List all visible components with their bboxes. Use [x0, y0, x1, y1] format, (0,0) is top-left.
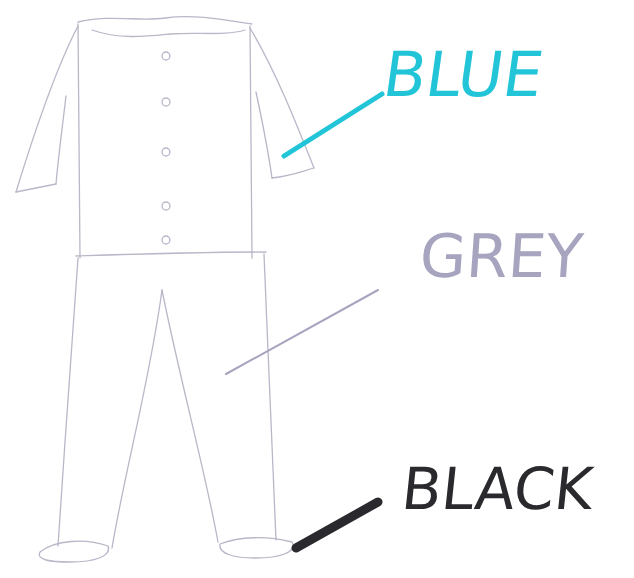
color-label: GREY: [418, 226, 585, 286]
color-label: BLUE: [380, 44, 547, 106]
leader-line: [296, 502, 378, 548]
leader-line: [226, 290, 378, 374]
color-label: BLACK: [399, 460, 596, 518]
leader-line: [284, 94, 382, 156]
